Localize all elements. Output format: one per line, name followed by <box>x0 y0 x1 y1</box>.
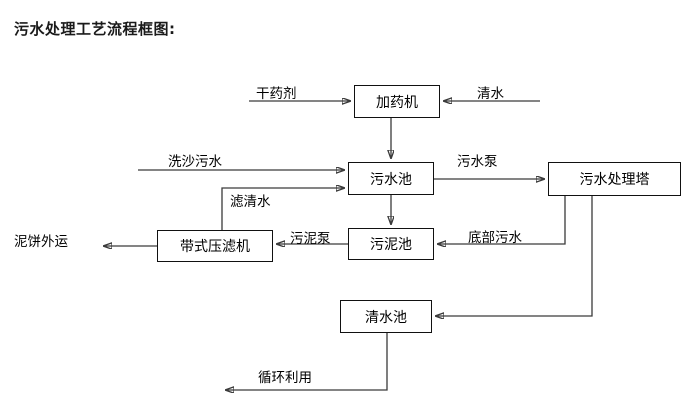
node-sludge-pool[interactable]: 污泥池 <box>348 228 434 260</box>
node-sewage-pool[interactable]: 污水池 <box>348 162 434 195</box>
node-treatment-tower[interactable]: 污水处理塔 <box>548 162 681 196</box>
edge-label-filtrate: 滤清水 <box>230 194 271 210</box>
edge-label-wash-sand-sewage: 洗沙污水 <box>168 154 222 170</box>
edge-label-recycle: 循环利用 <box>258 370 312 386</box>
node-clear-water-pool-label: 清水池 <box>365 309 407 326</box>
wire-tower-to-clear <box>436 196 593 316</box>
edge-label-mud-cake-transport: 泥饼外运 <box>14 234 68 250</box>
node-belt-filter-press-label: 带式压滤机 <box>180 239 250 255</box>
node-clear-water-pool[interactable]: 清水池 <box>340 300 432 333</box>
edge-label-sludge-pump: 污泥泵 <box>290 231 331 247</box>
edge-label-dry-agent: 干药剂 <box>256 86 297 102</box>
wire-bottom-water <box>438 196 566 244</box>
wire-filtrate <box>221 188 344 250</box>
page-title: 污水处理工艺流程框图: <box>14 20 176 38</box>
node-dosing-machine[interactable]: 加药机 <box>354 85 440 118</box>
node-sewage-pool-label: 污水池 <box>370 171 412 188</box>
edge-label-clean-water: 清水 <box>477 86 504 102</box>
edge-label-bottom-water: 底部污水 <box>468 230 522 246</box>
node-belt-filter-press[interactable]: 带式压滤机 <box>157 230 273 262</box>
node-treatment-tower-label: 污水处理塔 <box>579 172 650 188</box>
node-sludge-pool-label: 污泥池 <box>370 237 412 253</box>
wire-recycle <box>226 333 388 390</box>
node-dosing-machine-label: 加药机 <box>376 94 418 111</box>
edge-label-sewage-pump: 污水泵 <box>457 154 498 170</box>
